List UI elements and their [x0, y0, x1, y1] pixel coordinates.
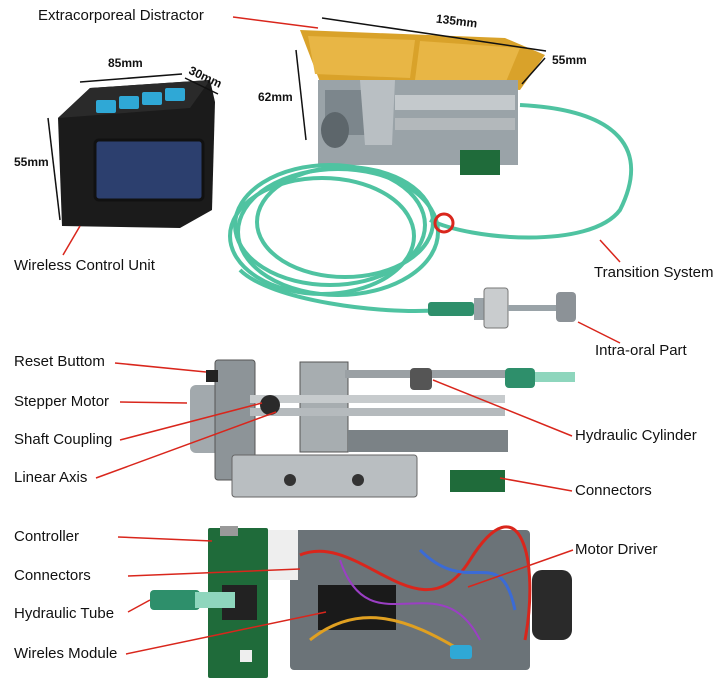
distractor-side-view-photo: [190, 359, 575, 498]
label-connectors-middle: Connectors: [575, 482, 652, 499]
label-shaft-coupling: Shaft Coupling: [14, 431, 113, 448]
electronics-photo: [150, 525, 572, 678]
label-reset-buttom: Reset Buttom: [14, 353, 105, 370]
label-wireless-control-unit: Wireless Control Unit: [14, 257, 155, 274]
label-hydraulic-cylinder: Hydraulic Cylinder: [575, 427, 697, 444]
label-stepper-motor: Stepper Motor: [14, 393, 110, 410]
label-linear-axis: Linear Axis: [14, 469, 88, 486]
wireless-control-unit-photo: [58, 80, 215, 228]
label-extracorporeal-distractor: Extracorporeal Distractor: [38, 7, 204, 24]
transition-system-photo: [228, 103, 634, 313]
leader-lines: [62, 16, 621, 655]
dimension-distractor-height: 62mm: [258, 90, 293, 104]
extracorporeal-distractor-photo: [300, 30, 545, 175]
dimension-distractor-width: 55mm: [552, 53, 587, 67]
dimension-control-width: 85mm: [108, 56, 143, 70]
label-motor-driver: Motor Driver: [575, 541, 658, 558]
label-controller: Controller: [14, 528, 80, 545]
label-transition-system: Transition System: [594, 264, 714, 281]
dimension-lines: [47, 17, 547, 221]
label-intra-oral-part: Intra-oral Part: [595, 342, 687, 359]
label-connectors-bottom: Connectors: [14, 567, 91, 584]
intra-oral-part-photo: [428, 287, 576, 329]
label-hydraulic-tube: Hydraulic Tube: [14, 605, 115, 622]
dimension-control-height: 55mm: [14, 155, 49, 169]
label-wireles-module: Wireles Module: [14, 645, 118, 662]
